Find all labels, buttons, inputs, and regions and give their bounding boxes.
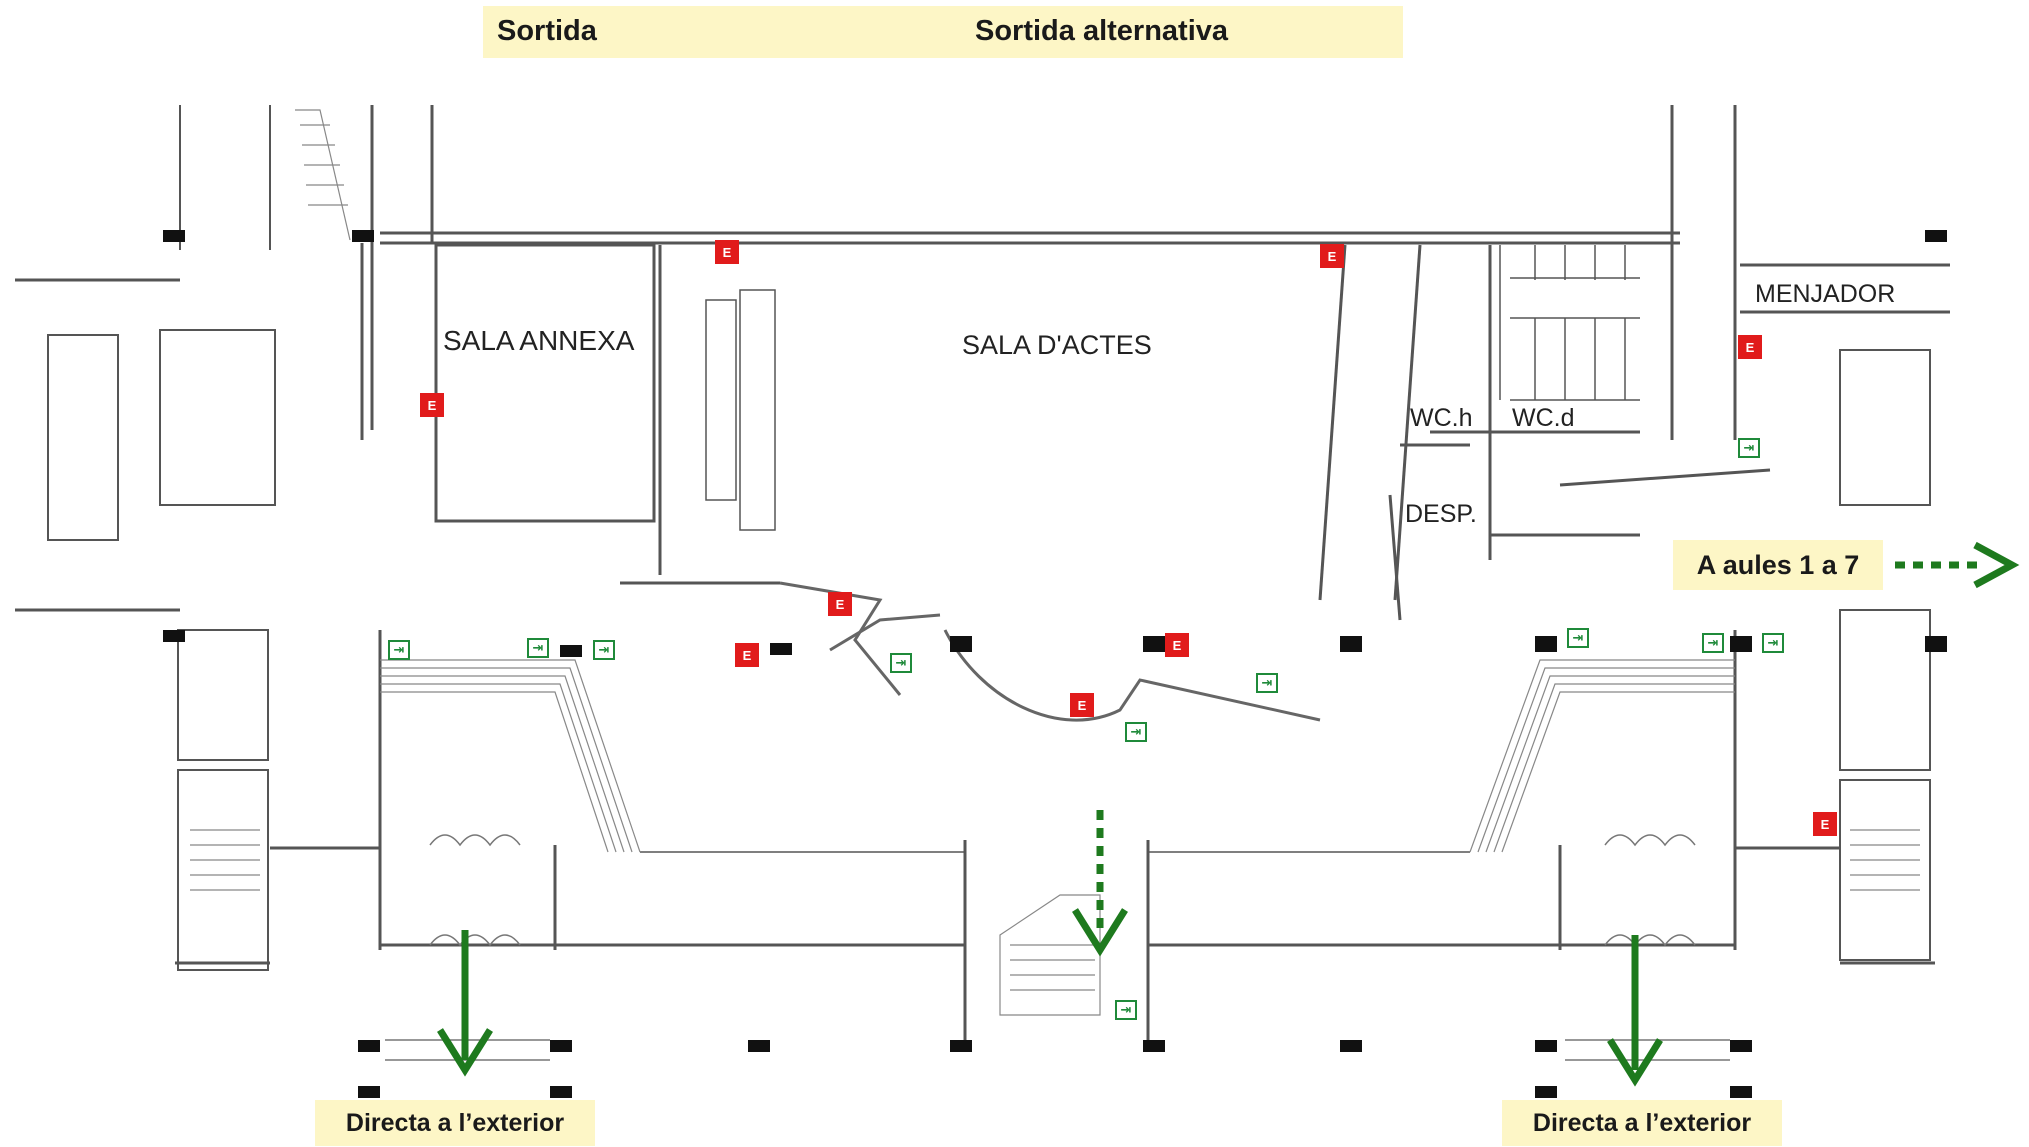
running-man-icon: ⇥ <box>1567 628 1589 648</box>
extinguisher-icon: E <box>1813 812 1837 836</box>
extinguisher-icon: E <box>420 393 444 417</box>
room-sala-annexa: SALA ANNEXA <box>443 325 635 356</box>
running-man-icon: ⇥ <box>1738 438 1760 458</box>
running-man-icon: ⇥ <box>388 640 410 660</box>
entrances <box>385 834 1730 1061</box>
legend-alt-exit-label: Sortida alternativa <box>975 15 1229 47</box>
room-wc-d: WC.d <box>1512 404 1575 432</box>
running-man-icon: ⇥ <box>890 653 912 673</box>
curved-front <box>779 581 1321 722</box>
extinguisher-icon: E <box>1738 335 1762 359</box>
callout-aules: A aules 1 a 7 <box>1673 540 1883 590</box>
extinguisher-icon: E <box>1165 633 1189 657</box>
running-man-icon: ⇥ <box>1762 633 1784 653</box>
extinguisher-icon: E <box>715 240 739 264</box>
running-man-icon: ⇥ <box>1256 673 1278 693</box>
legend-exit-label: Sortida <box>497 15 597 47</box>
columns <box>163 230 1947 1098</box>
stairs <box>190 109 1920 1016</box>
extinguisher-icon: E <box>1070 693 1094 717</box>
walls <box>15 105 1950 1040</box>
extinguisher-icon: E <box>735 643 759 667</box>
running-man-icon: ⇥ <box>1702 633 1724 653</box>
callout-exterior-left: Directa a l’exterior <box>315 1100 595 1146</box>
legend-bar <box>483 6 1403 58</box>
extinguisher-icon: E <box>1320 244 1344 268</box>
room-wc-h: WC.h <box>1410 404 1473 432</box>
running-man-icon: ⇥ <box>1125 722 1147 742</box>
running-man-icon: ⇥ <box>1115 1000 1137 1020</box>
running-man-icon: ⇥ <box>527 638 549 658</box>
running-man-icon: ⇥ <box>593 640 615 660</box>
extinguisher-icon: E <box>828 592 852 616</box>
room-sala-actes: SALA D'ACTES <box>962 330 1152 360</box>
room-menjador: MENJADOR <box>1755 280 1896 308</box>
room-desp: DESP. <box>1405 500 1477 528</box>
callout-exterior-right: Directa a l’exterior <box>1502 1100 1782 1146</box>
